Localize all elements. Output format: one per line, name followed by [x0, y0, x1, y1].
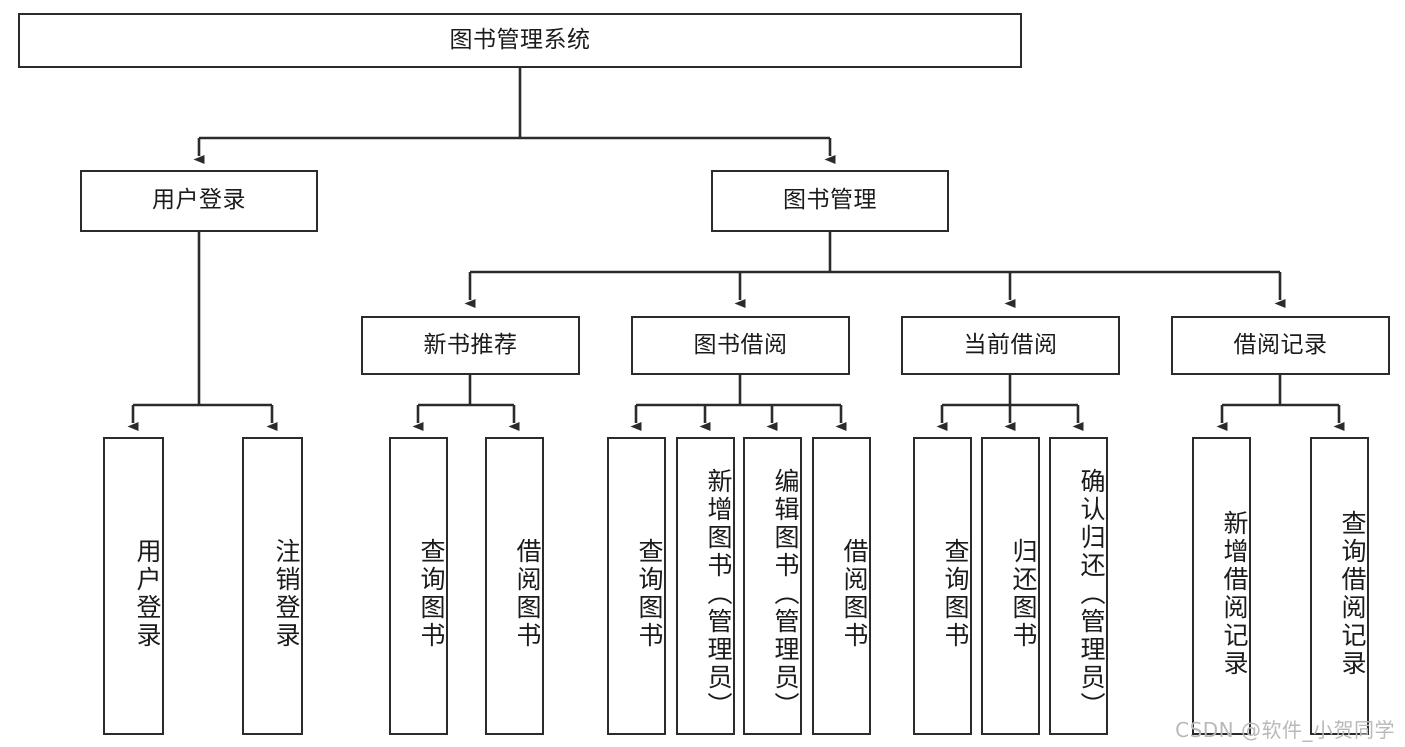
node-label: 新增图书（管理员） — [704, 468, 733, 720]
node-label: 新书推荐 — [423, 331, 518, 358]
node-user-login[interactable]: 用户登录 — [80, 170, 318, 232]
node-current-borrow[interactable]: 当前借阅 — [901, 316, 1120, 375]
node-label: 归还图书 — [1009, 538, 1038, 650]
node-borrow-record[interactable]: 借阅记录 — [1171, 316, 1390, 375]
node-label: 图书管理系统 — [449, 26, 591, 53]
node-label: 借阅图书 — [840, 538, 869, 650]
node-label: 借阅图书 — [513, 538, 542, 650]
node-label: 图书管理 — [783, 187, 877, 214]
node-book-borrow[interactable]: 图书借阅 — [631, 316, 850, 375]
node-book-management[interactable]: 图书管理 — [711, 170, 949, 232]
node-label: 用户登录 — [133, 538, 162, 650]
node-leaf-borrow-book[interactable]: 借阅图书 — [812, 437, 871, 735]
node-label: 注销登录 — [272, 538, 301, 650]
node-leaf-logout[interactable]: 注销登录 — [242, 437, 303, 735]
node-leaf-edit-book-admin[interactable]: 编辑图书（管理员） — [743, 437, 802, 735]
node-label: 查询图书 — [635, 538, 664, 650]
node-leaf-add-book-admin[interactable]: 新增图书（管理员） — [676, 437, 735, 735]
node-label: 当前借阅 — [963, 331, 1058, 358]
node-label: 查询图书 — [417, 538, 446, 650]
node-leaf-query-borrow-record[interactable]: 查询借阅记录 — [1310, 437, 1369, 735]
node-leaf-confirm-return-admin[interactable]: 确认归还（管理员） — [1049, 437, 1108, 735]
node-label: 借阅记录 — [1233, 331, 1328, 358]
watermark-text: CSDN @软件_小贺同学 — [1175, 718, 1395, 742]
node-new-book-recommendation[interactable]: 新书推荐 — [361, 316, 580, 375]
node-leaf-return-book[interactable]: 归还图书 — [981, 437, 1040, 735]
node-label: 图书借阅 — [693, 331, 788, 358]
node-root-library-system[interactable]: 图书管理系统 — [18, 13, 1022, 68]
node-leaf-query-book-current[interactable]: 查询图书 — [913, 437, 972, 735]
node-label: 查询借阅记录 — [1338, 510, 1367, 678]
node-leaf-user-login[interactable]: 用户登录 — [103, 437, 164, 735]
node-leaf-add-borrow-record[interactable]: 新增借阅记录 — [1192, 437, 1251, 735]
node-label: 编辑图书（管理员） — [771, 468, 800, 720]
node-leaf-query-book-rec[interactable]: 查询图书 — [389, 437, 448, 735]
node-label: 用户登录 — [152, 187, 246, 214]
node-label: 新增借阅记录 — [1220, 510, 1249, 678]
node-leaf-borrow-book-rec[interactable]: 借阅图书 — [485, 437, 544, 735]
node-label: 查询图书 — [941, 538, 970, 650]
node-leaf-query-book-borrow[interactable]: 查询图书 — [607, 437, 666, 735]
node-label: 确认归还（管理员） — [1077, 468, 1106, 720]
